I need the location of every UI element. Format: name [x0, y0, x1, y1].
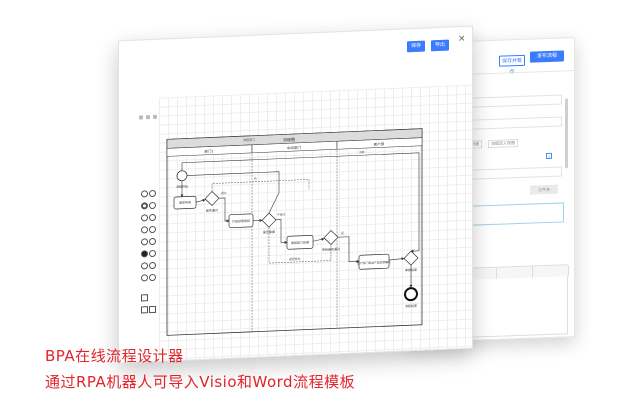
flow-edge [312, 237, 325, 242]
event-shape[interactable] [141, 226, 148, 234]
task-shape[interactable] [141, 306, 148, 314]
event-shape[interactable] [141, 202, 148, 210]
terminate-shape[interactable] [141, 250, 148, 258]
flow-edge [388, 257, 405, 261]
task-label: 产品经理审核 [232, 218, 250, 224]
gateway-label: 是否通过 [206, 207, 218, 213]
flow-edge [338, 236, 360, 263]
gateway-node[interactable] [204, 191, 220, 206]
shape-palette [139, 118, 157, 349]
form-field[interactable] [466, 166, 562, 180]
flow-canvas[interactable]: 流程图 部门1 中间部门 客户部 流程部门 流程开始 填写申请 [159, 84, 473, 363]
sublane-label: 流程部门 [243, 137, 255, 143]
save-button[interactable]: 保存 [407, 40, 426, 53]
return-edge [187, 171, 280, 214]
event-shape[interactable] [141, 262, 148, 270]
gateway-node[interactable] [323, 230, 339, 246]
edge-label: 是 [341, 231, 344, 235]
event-shape[interactable] [149, 273, 156, 282]
return-edge [181, 152, 420, 253]
start-event-shape[interactable] [141, 190, 148, 198]
event-shape[interactable] [149, 249, 156, 258]
pool-frame [166, 128, 423, 336]
pool-title: 流程图 [283, 136, 295, 143]
edge-label: 通过 [221, 191, 227, 195]
lane-label: 客户部 [374, 141, 385, 146]
task-label: 填写申请 [179, 199, 191, 205]
sublane-label: 中间部门 [287, 145, 301, 151]
task-shape[interactable] [149, 305, 156, 314]
return-edge [211, 179, 310, 192]
task-shape[interactable] [141, 294, 148, 302]
info-icon[interactable]: i [546, 152, 552, 160]
flow-editor-window: 保存 导出 × [118, 25, 473, 364]
caption-title: BPA在线流程设计器 [45, 347, 184, 365]
form-field[interactable] [466, 94, 562, 108]
form-field[interactable] [466, 116, 562, 130]
event-shape[interactable] [149, 237, 156, 246]
end-event-label: 流程结束 [405, 303, 417, 309]
table-header-cell [497, 266, 533, 279]
lane-label: 部门1 [204, 148, 213, 153]
event-shape[interactable] [141, 274, 148, 282]
event-shape[interactable] [149, 225, 156, 234]
end-event[interactable] [404, 287, 418, 302]
flow-edge [219, 197, 230, 223]
event-shape[interactable] [141, 238, 148, 246]
close-icon[interactable]: × [458, 33, 466, 45]
start-event[interactable] [176, 170, 188, 182]
table-header-cell [533, 265, 569, 278]
gateway-node[interactable] [403, 250, 419, 266]
edge-label: 不通过 [277, 212, 286, 216]
end-event-shape[interactable] [149, 189, 156, 198]
export-button[interactable]: 导出 [431, 39, 450, 52]
tag-chip: 流程定义视图 [488, 139, 518, 149]
scrollbar[interactable] [565, 98, 568, 169]
task-label: 生产部门发送产品发货确认 [357, 260, 391, 265]
flow-edge [195, 198, 206, 203]
edge-label: 退回修改 [289, 257, 300, 261]
edge-label: 流转 [359, 150, 365, 154]
gateway-node[interactable] [261, 212, 277, 228]
return-edge [268, 227, 332, 264]
data-table [460, 264, 569, 339]
event-shape[interactable] [149, 261, 156, 270]
flow-edge [276, 219, 288, 244]
task-label: 审核部门处理 [291, 239, 309, 245]
flow-diagram: 流程图 部门1 中间部门 客户部 流程部门 流程开始 填写申请 [166, 128, 423, 336]
save-draft-button[interactable]: 保存并暂存 [499, 54, 525, 75]
caption-subtitle: 通过RPA机器人可导入Visio和Word流程模板 [45, 373, 356, 391]
event-shape[interactable] [149, 201, 156, 210]
publish-button[interactable]: 发布流程 [530, 50, 564, 63]
folder-select[interactable]: 文件夹 [530, 184, 558, 195]
edge-label: 否 [254, 177, 257, 181]
event-shape[interactable] [149, 213, 156, 222]
event-shape[interactable] [141, 214, 148, 222]
description-textarea[interactable] [466, 202, 564, 226]
